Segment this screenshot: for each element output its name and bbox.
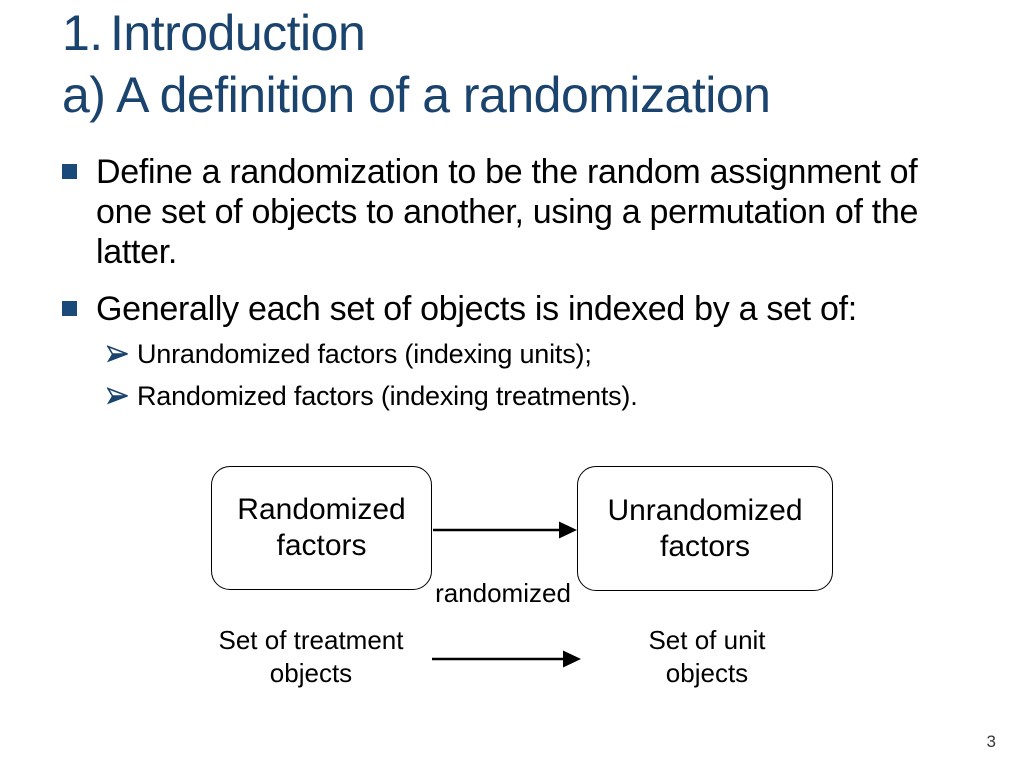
label-set-of-unit-objects: Set of unit objects	[622, 624, 792, 690]
square-bullet-icon	[62, 301, 77, 316]
diagram-box-randomized-factors: Randomized factors	[211, 466, 432, 590]
bullet-1-line-1: Define a randomization to be the random …	[96, 153, 918, 191]
title-number: 1.	[62, 5, 103, 61]
bullet-1-line-2: one set of objects to another, using a p…	[96, 193, 919, 231]
sub-bullet-item-1: Unrandomized factors (indexing units);	[107, 338, 962, 371]
bullet-item-1-text: Define a randomization to be the random …	[96, 152, 918, 272]
label-set-of-treatment-objects: Set of treatment objects	[205, 624, 417, 690]
bullet-list: Define a randomization to be the random …	[62, 152, 962, 413]
label-unit-line-2: objects	[665, 658, 749, 688]
box-left-line-2: factors	[276, 529, 367, 562]
title-line1-text: Introduction	[110, 5, 366, 61]
bullet-item-2-text: Generally each set of objects is indexed…	[96, 290, 857, 328]
arrow-label-randomized: randomized	[435, 578, 571, 608]
sub-bullet-list: Unrandomized factors (indexing units); R…	[107, 338, 962, 413]
title-line-2: a) A definition of a randomization	[62, 67, 771, 123]
box-left-line-1: Randomized	[237, 493, 406, 526]
sub-bullet-1-text: Unrandomized factors (indexing units);	[137, 339, 592, 369]
box-right-line-1: Unrandomized	[607, 493, 803, 527]
label-treatment-line-2: objects	[269, 658, 353, 688]
slide-title: 1. Introduction a) A definition of a ran…	[62, 2, 771, 126]
sub-bullet-2-text: Randomized factors (indexing treatments)…	[137, 381, 638, 411]
label-treatment-line-1: Set of treatment	[218, 625, 404, 655]
arrowhead-bullet-icon	[107, 387, 128, 405]
arrowhead-bullet-icon	[107, 345, 128, 363]
arrowhead-bottom-icon	[563, 650, 581, 668]
diagram-box-unrandomized-factors: Unrandomized factors	[577, 466, 833, 591]
title-line-1: 1. Introduction	[62, 2, 770, 64]
bullet-1-line-3: latter.	[96, 233, 178, 271]
label-unit-line-1: Set of unit	[648, 625, 766, 655]
sub-bullet-item-2: Randomized factors (indexing treatments)…	[107, 380, 962, 413]
bullet-item-2: Generally each set of objects is indexed…	[62, 289, 962, 329]
page-number: 3	[986, 732, 996, 751]
square-bullet-icon	[62, 164, 77, 179]
box-right-line-2: factors	[659, 529, 751, 563]
arrowhead-top-icon	[559, 521, 577, 539]
bullet-item-1: Define a randomization to be the random …	[62, 152, 962, 272]
